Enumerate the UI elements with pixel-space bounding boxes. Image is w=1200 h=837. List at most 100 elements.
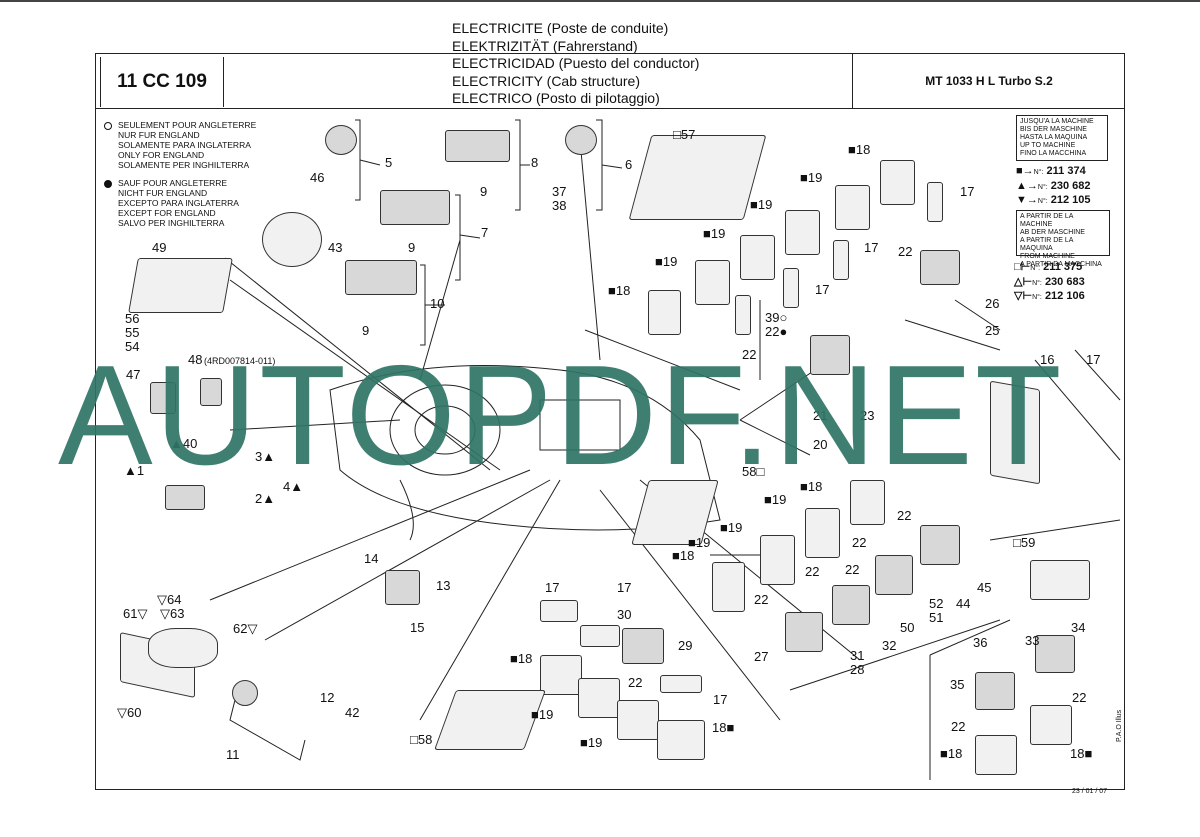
footer-date: 23 / 01 / 07 [1072, 788, 1108, 795]
callout: 52 [929, 596, 944, 611]
callout: ■19 [800, 170, 823, 185]
callout: 22 [1072, 690, 1087, 705]
switch-part [695, 260, 730, 305]
callout: 22 [852, 535, 867, 550]
callout: 17 [545, 580, 560, 595]
title-es: ELECTRICIDAD (Puesto del conductor) [452, 55, 700, 71]
switch-panel-part [345, 260, 417, 295]
callout: ■18 [672, 548, 695, 563]
callout: 17 [1086, 352, 1101, 367]
serial-until-box: JUSQU'A LA MACHINE BIS DER MASCHINE HAST… [1016, 115, 1108, 161]
callout: ■18 [608, 283, 631, 298]
lens-part [660, 675, 702, 693]
switch-part [712, 562, 745, 612]
callout: 58□ [742, 464, 765, 479]
callout: 20 [813, 437, 828, 452]
lens-part [540, 600, 578, 622]
callout: 16 [1040, 352, 1055, 367]
callout: 39○ [765, 310, 788, 325]
switch-part [648, 290, 681, 335]
switch-part [760, 535, 795, 585]
holder-part [617, 700, 659, 740]
callout: 22 [628, 675, 643, 690]
hour-meter-part [262, 212, 322, 267]
callout: 37 [552, 184, 567, 199]
callout: 22 [951, 719, 966, 734]
callout: 48 [188, 352, 203, 367]
callout: 17 [713, 692, 728, 707]
callout: 22 [742, 347, 757, 362]
callout: 25 [985, 323, 1000, 338]
callout: 22 [805, 564, 820, 579]
callout: ■18 [848, 142, 871, 157]
ref-note: (4RD007814-011) [204, 356, 276, 366]
callout: 4▲ [283, 479, 304, 494]
callout: ▽64 [157, 592, 182, 607]
callout: 18■ [1070, 746, 1093, 761]
serials-from: □⊢N°: 211 375 △⊢N°: 230 683 ▽⊢N°: 212 10… [1014, 261, 1085, 302]
callout: ■19 [764, 492, 787, 507]
bracket-part [148, 628, 218, 668]
diagram-frame [95, 53, 1125, 790]
callout: 9 [480, 184, 488, 199]
callout: 49 [152, 240, 167, 255]
switch-panel-part [380, 190, 450, 225]
callout: 9 [362, 323, 370, 338]
callout: 55 [125, 325, 140, 340]
top-edge [0, 0, 1200, 2]
rocker-switch-part [832, 585, 870, 625]
combination-switch-part [385, 570, 420, 605]
title-de: ELEKTRIZITÄT (Fahrerstand) [452, 37, 638, 54]
watermark: AUTOPDF.NET [58, 336, 1064, 495]
callout: ■19 [531, 707, 554, 722]
legend-england-only: SEULEMENT POUR ANGLETERRE NUR FUR ENGLAN… [104, 120, 256, 170]
callout: 35 [950, 677, 965, 692]
callout: ▲1 [124, 463, 145, 478]
footer-illus: P.A.O Illus [1116, 709, 1123, 742]
callout: 5 [385, 155, 393, 170]
callout: ■18 [940, 746, 963, 761]
lens-part [735, 295, 751, 335]
callout: ■19 [703, 226, 726, 241]
serial-from-box: A PARTIR DE LA MACHINE AB DER MASCHINE A… [1016, 210, 1110, 268]
gauge-part [325, 125, 357, 155]
callout: 36 [973, 635, 988, 650]
rocker-switch-part [875, 555, 913, 595]
switch-part [785, 210, 820, 255]
callout: 2▲ [255, 491, 276, 506]
callout: 46 [310, 170, 325, 185]
relay-part [150, 382, 176, 414]
open-circle-icon [104, 122, 112, 130]
rocker-switch-part [785, 612, 823, 652]
callout: ■19 [750, 197, 773, 212]
callout: ▽63 [160, 606, 185, 621]
callout: 14 [364, 551, 379, 566]
filled-circle-icon [104, 180, 112, 188]
holder-part [657, 720, 705, 760]
switch-part [165, 485, 205, 510]
title-block: ELECTRICITE (Poste de conduite) ELEKTRIZ… [452, 20, 699, 108]
callout: 23 [860, 408, 875, 423]
doc-code: 11 CC 109 [100, 57, 224, 107]
rocker-switch-part [622, 628, 664, 664]
switch-panel-part [445, 130, 510, 162]
callout: ■18 [510, 651, 533, 666]
callout: 11 [226, 747, 240, 762]
lens-part [783, 268, 799, 308]
callout: 15 [410, 620, 425, 635]
legend-except-england: SAUF POUR ANGLETERRE NICHT FUR ENGLAND E… [104, 178, 239, 228]
callout: 8 [531, 155, 539, 170]
switch-part [740, 235, 775, 280]
holder-part [540, 655, 582, 695]
callout: ■19 [688, 535, 711, 550]
ignition-part [232, 680, 258, 706]
callout: ■18 [800, 479, 823, 494]
callout: 34 [1071, 620, 1086, 635]
socket-part [200, 378, 222, 406]
title-en: ELECTRICITY (Cab structure) [452, 72, 641, 89]
callout: 13 [436, 578, 451, 593]
callout: 6 [625, 157, 633, 172]
serials-until: ■→N°: 211 374 ▲→N°: 230 682 ▼→N°: 212 10… [1016, 165, 1091, 206]
callout: 22 [898, 244, 913, 259]
